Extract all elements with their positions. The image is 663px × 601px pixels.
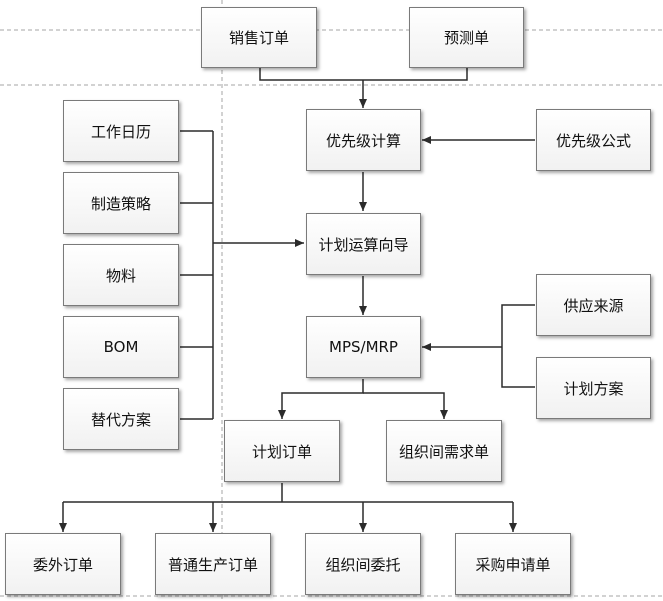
edge-mps-branch <box>278 379 364 419</box>
node-priority-formula: 优先级公式 <box>536 109 651 171</box>
edge-right-inputs-bus <box>501 304 535 388</box>
node-plan-scheme: 计划方案 <box>536 357 651 419</box>
node-sales-order: 销售订单 <box>201 7 317 68</box>
node-plan-order: 计划订单 <box>224 420 340 482</box>
node-production-order: 普通生产订单 <box>155 533 271 595</box>
node-mfg-strategy: 制造策略 <box>63 172 179 234</box>
node-forecast-order: 预测单 <box>409 7 524 68</box>
node-substitute-plan: 替代方案 <box>63 388 179 450</box>
edge-sales-forecast-merge <box>259 68 468 81</box>
node-bom: BOM <box>63 316 179 378</box>
node-outsourcing-order: 委外订单 <box>5 533 121 595</box>
node-plan-wizard: 计划运算向导 <box>306 213 421 275</box>
node-priority-calc: 优先级计算 <box>306 109 421 171</box>
node-mps-mrp: MPS/MRP <box>306 316 421 378</box>
node-material: 物料 <box>63 244 179 306</box>
node-work-calendar: 工作日历 <box>63 100 179 162</box>
node-inter-org-outsource: 组织间委托 <box>305 533 421 595</box>
node-supply-source: 供应来源 <box>536 274 651 336</box>
edge-mps-to-demand <box>363 392 448 419</box>
node-inter-org-demand: 组织间需求单 <box>386 420 502 482</box>
edge-left-input-stubs <box>180 130 213 420</box>
node-purchase-request: 采购申请单 <box>455 533 571 595</box>
